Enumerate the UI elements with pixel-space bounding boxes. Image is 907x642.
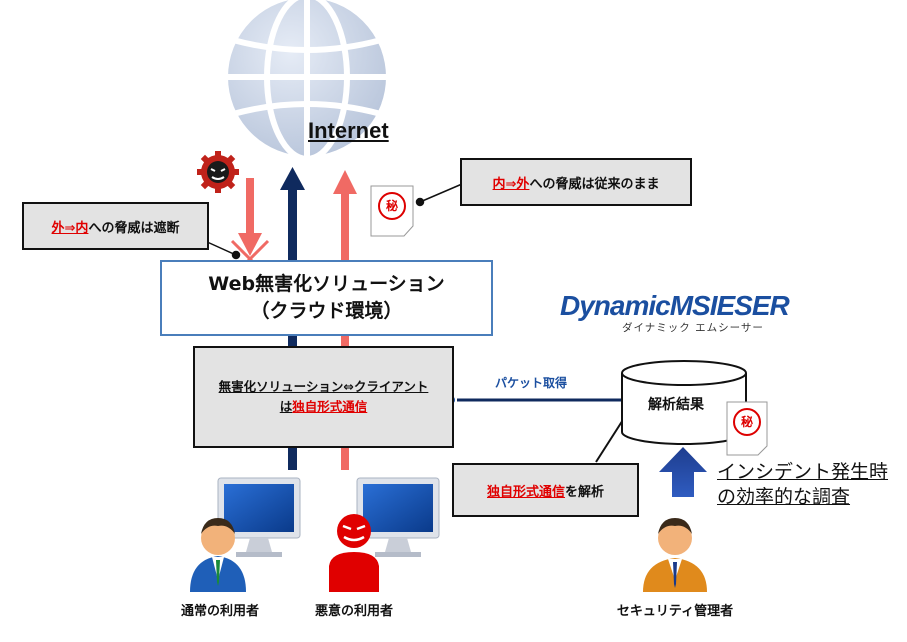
callout-in-out-text: への脅威は従来のまま — [529, 176, 660, 192]
proprietary-line2-highlight: 独自形式通信 — [292, 399, 368, 414]
secret-mark: 秘 — [385, 199, 398, 213]
web-sanitize-solution-box: Web無害化ソリューション （クラウド環境） — [160, 260, 493, 336]
callout-out-in-text: への脅威は遮断 — [88, 220, 180, 236]
solution-title: Web無害化ソリューション — [208, 273, 445, 295]
logo-subtitle: ダイナミック エムシーサー — [622, 322, 764, 334]
dynamic-msieser-logo: DynamicMSIESER ダイナミック エムシーサー — [560, 290, 810, 335]
malicious-user-icon — [329, 514, 379, 592]
callout-in-out-threat: 内⇒外への脅威は従来のまま — [460, 158, 692, 206]
callout-out-in-direction: 外⇒内 — [51, 220, 89, 236]
threat-icon — [197, 151, 239, 193]
secret-mark-result: 秘 — [740, 415, 753, 429]
solution-subtitle: （クラウド環境） — [250, 300, 403, 322]
proprietary-line1: 無害化ソリューション⇔クライアント — [218, 379, 429, 394]
normal-user-icon — [190, 518, 246, 592]
internet-label: Internet — [308, 118, 389, 143]
normal-user-label: 通常の利用者 — [180, 604, 259, 619]
investigation-line1: インシデント発生時 — [717, 461, 889, 483]
monitor-icon-normal — [217, 477, 301, 557]
analyze-highlight: 独自形式通信 — [486, 484, 565, 500]
monitor-icon-malicious — [356, 477, 440, 557]
globe-icon — [222, 0, 392, 162]
analysis-result-label: 解析結果 — [648, 397, 704, 413]
secret-document-icon — [370, 185, 414, 237]
logo-wordmark: DynamicMSIESER — [560, 290, 790, 321]
packet-capture-label: パケット取得 — [495, 376, 568, 390]
analyze-proprietary-box: 独自形式通信を解析 — [452, 463, 639, 517]
investigation-line2: の効率的な調査 — [717, 486, 851, 508]
database-icon — [621, 360, 747, 445]
investigation-arrow — [659, 447, 707, 497]
security-admin-label: セキュリティ管理者 — [616, 604, 734, 619]
investigation-note: インシデント発生時 の効率的な調査 — [717, 460, 888, 510]
proprietary-communication-box: 無害化ソリューション⇔クライアント は独自形式通信 — [193, 346, 454, 448]
callout-in-out-direction: 内⇒外 — [492, 176, 530, 192]
security-admin-icon — [643, 518, 707, 592]
inbound-threat-arrow — [238, 178, 262, 256]
callout-out-in-threat: 外⇒内への脅威は遮断 — [22, 202, 209, 250]
proprietary-line2-prefix: は — [279, 399, 293, 414]
analyze-suffix: を解析 — [565, 484, 605, 500]
malicious-user-label: 悪意の利用者 — [314, 604, 393, 619]
secret-document-icon-result — [726, 401, 768, 456]
